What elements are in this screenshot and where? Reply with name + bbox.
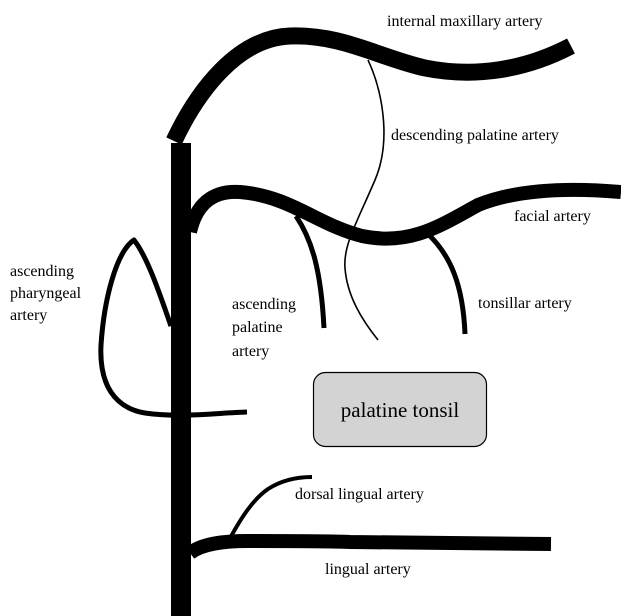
facial-artery-label: facial artery: [514, 208, 591, 225]
internal-maxillary-artery-vessel: [174, 36, 571, 141]
ascending-pharyngeal-line-1: ascending: [10, 263, 74, 280]
ascending-pharyngeal-line-3: artery: [10, 307, 47, 324]
lingual-artery-label: lingual artery: [325, 561, 411, 578]
descending-palatine-artery-label: descending palatine artery: [391, 127, 559, 144]
ascending-palatine-line-1: ascending: [232, 296, 296, 313]
palatine-tonsil-label: palatine tonsil: [341, 398, 460, 422]
internal-maxillary-artery-label: internal maxillary artery: [387, 13, 542, 30]
ascending-palatine-line-3: artery: [232, 343, 269, 360]
ascending-pharyngeal-line-2: pharyngeal: [10, 285, 82, 302]
descending-palatine-artery-vessel: [345, 60, 384, 340]
tonsillar-artery-label: tonsillar artery: [478, 295, 572, 312]
lingual-artery-vessel: [190, 541, 551, 553]
tonsillar-artery-vessel: [430, 236, 465, 334]
ascending-palatine-artery-label: ascending palatine artery: [232, 296, 300, 360]
ascending-palatine-line-2: palatine: [232, 319, 283, 336]
ascending-pharyngeal-artery-label: ascending pharyngeal artery: [10, 263, 85, 324]
dorsal-lingual-artery-label: dorsal lingual artery: [295, 486, 424, 503]
ascending-palatine-artery-vessel: [296, 216, 324, 328]
